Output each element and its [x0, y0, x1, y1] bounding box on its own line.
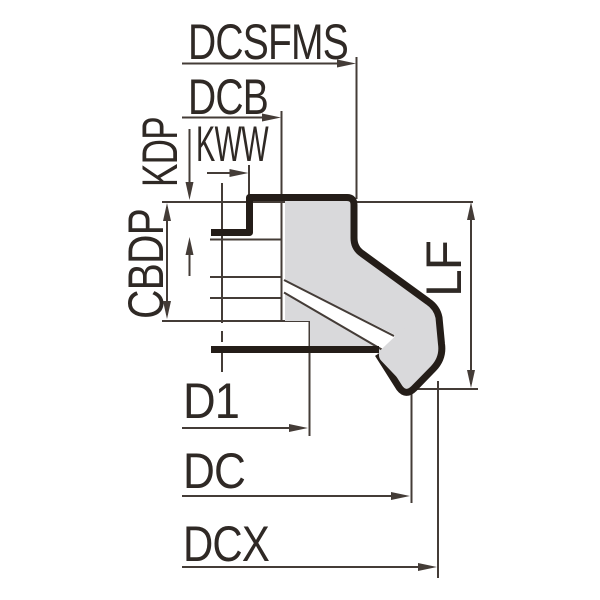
kdp-arrowhead-up [185, 237, 194, 255]
lf-label: LF [416, 241, 472, 297]
dim-d1: D1 [182, 373, 308, 432]
lf-arrowhead-up [467, 202, 475, 220]
dim-dc: DC [182, 443, 410, 500]
cutting-insert [378, 328, 432, 381]
dcb-label: DCB [188, 69, 268, 125]
slot-fill [283, 279, 395, 353]
kdp-label: KDP [132, 117, 188, 187]
body-silhouette [211, 194, 446, 396]
dim-dcx: DCX [182, 516, 437, 572]
dcx-label: DCX [183, 516, 270, 572]
lf-arrowhead-down [467, 370, 475, 388]
kww-label: KWW [196, 116, 269, 172]
dim-cbdp: CBDP [118, 203, 174, 319]
dcx-arrowhead [418, 563, 437, 571]
dim-dcsfms: DCSFMS [182, 14, 356, 70]
reference-lines [162, 57, 478, 578]
dim-lf: LF [416, 202, 475, 388]
dim-dcb: DCB [182, 69, 281, 125]
cbdp-label: CBDP [118, 209, 174, 319]
dcsfms-label: DCSFMS [188, 14, 348, 70]
slot-lower-edge [283, 291, 387, 353]
d1-label: D1 [183, 373, 239, 429]
dim-kww: KWW [196, 116, 270, 177]
kdp-arrowhead-down [185, 182, 194, 200]
dcb-arrowhead [262, 113, 281, 122]
d1-arrowhead [289, 424, 308, 432]
dim-kdp: KDP [132, 117, 194, 276]
slot-upper-edge [283, 279, 395, 337]
body-outline [211, 194, 446, 396]
dc-label: DC [183, 443, 245, 499]
cbdp-arrowhead-down [163, 301, 171, 319]
dc-arrowhead [391, 492, 410, 500]
insert-seat-slot [283, 279, 395, 353]
kww-arrowhead [229, 169, 249, 177]
dcsfms-arrowhead [337, 59, 356, 68]
cbdp-arrowhead-up [163, 203, 171, 221]
